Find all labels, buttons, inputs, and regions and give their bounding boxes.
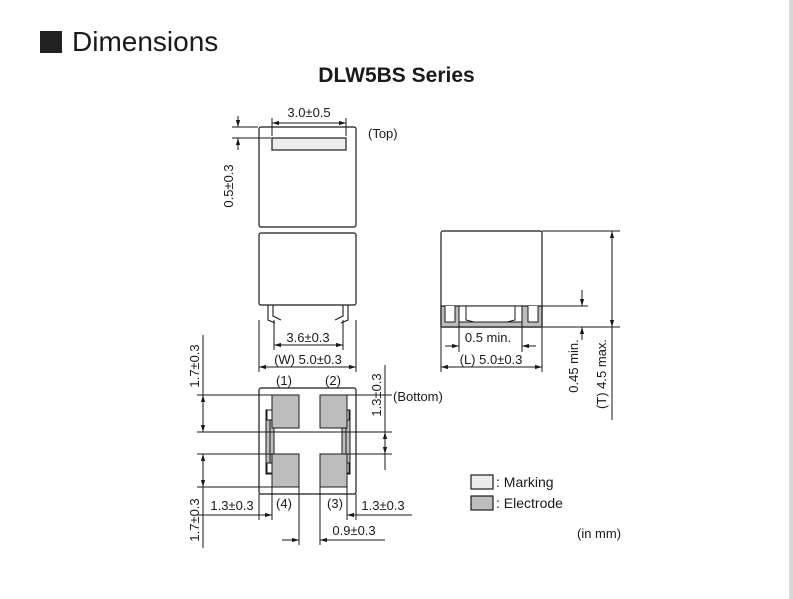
label-top-view: (Top) xyxy=(368,126,398,141)
dim-pad-left: 1.3±0.3 xyxy=(210,498,253,513)
pin-label-1: (1) xyxy=(276,373,292,388)
legend-marking-label: : Marking xyxy=(496,474,554,490)
right-border xyxy=(789,0,793,599)
dim-pad-right: 1.3±0.3 xyxy=(361,498,404,513)
section-header: Dimensions xyxy=(40,26,218,58)
dim-pad-sep: 0.9±0.3 xyxy=(332,523,375,538)
top-view: 3.0±0.5 (Top) 0.5±0.3 xyxy=(221,105,398,228)
section-title: Dimensions xyxy=(72,26,219,57)
electrode-pad-2 xyxy=(319,394,348,429)
series-title: DLW5BS Series xyxy=(318,64,475,87)
dim-pad-height-top: 1.7±0.3 xyxy=(187,344,202,387)
units-note: (in mm) xyxy=(577,526,621,541)
side-view: 0.5 min. (L) 5.0±0.3 0.45 min. (T) 4.5 m… xyxy=(440,230,620,420)
dim-pad-gap: 1.3±0.3 xyxy=(369,373,384,416)
legend-electrode-swatch xyxy=(470,495,494,511)
electrode-pad-1 xyxy=(271,394,300,429)
dim-length-l: (L) 5.0±0.3 xyxy=(460,352,523,367)
legend: : Marking : Electrode xyxy=(470,474,563,511)
front-view: 3.6±0.3 (W) 5.0±0.3 xyxy=(258,232,357,372)
legend-marking-swatch xyxy=(470,474,494,490)
electrode-pad-4 xyxy=(271,453,300,488)
pin-label-4: (4) xyxy=(276,496,292,511)
pin-label-2: (2) xyxy=(325,373,341,388)
label-bottom-view: (Bottom) xyxy=(393,389,443,404)
header-square-icon xyxy=(40,31,62,53)
dim-pad-height-bottom: 1.7±0.3 xyxy=(187,498,202,541)
bottom-view: (1) (2) (3) (4) (Bottom) 1.7±0.3 1.7±0.3… xyxy=(187,335,443,548)
legend-electrode-label: : Electrode xyxy=(496,495,563,511)
dim-thickness-t: (T) 4.5 max. xyxy=(594,339,609,409)
dim-side-min: 0.5 min. xyxy=(465,330,511,345)
electrode-pad-3 xyxy=(319,453,348,488)
dim-elec-height: 0.45 min. xyxy=(566,339,581,392)
marking-area xyxy=(271,137,347,151)
dim-top-margin: 0.5±0.3 xyxy=(221,164,236,207)
dim-inner-width: 3.6±0.3 xyxy=(286,330,329,345)
dim-width-w: (W) 5.0±0.3 xyxy=(274,352,342,367)
dim-top-width: 3.0±0.5 xyxy=(287,105,330,120)
pin-label-3: (3) xyxy=(327,496,343,511)
